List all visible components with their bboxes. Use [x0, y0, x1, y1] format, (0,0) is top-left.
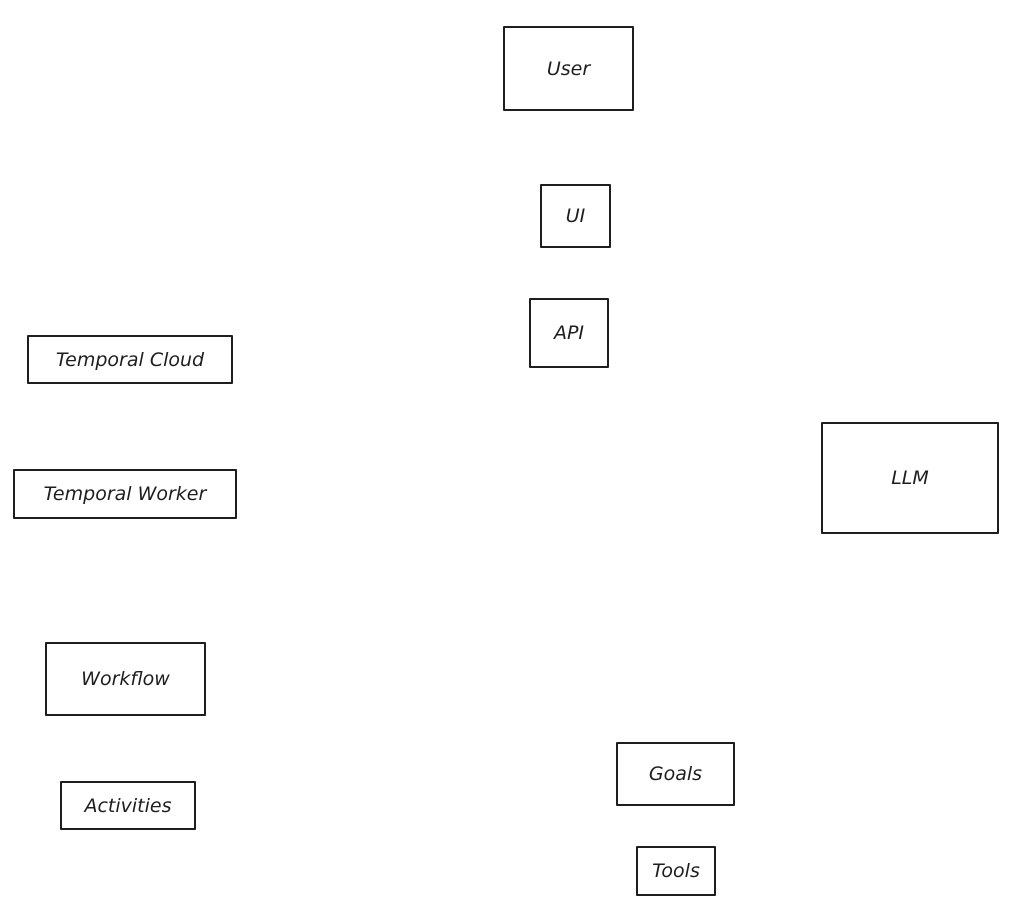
node-label: Temporal Worker — [43, 483, 207, 505]
node-label: User — [546, 57, 591, 80]
node-label: Tools — [652, 860, 700, 882]
node-label: UI — [565, 205, 586, 227]
node-workflow[interactable]: Workflow — [45, 642, 206, 716]
node-label: Workflow — [81, 668, 170, 690]
node-api[interactable]: API — [529, 298, 609, 368]
node-ui[interactable]: UI — [540, 184, 611, 248]
node-label: LLM — [891, 467, 929, 489]
node-user[interactable]: User — [503, 26, 634, 111]
node-temporal-cloud[interactable]: Temporal Cloud — [27, 335, 233, 384]
node-llm[interactable]: LLM — [821, 422, 999, 534]
node-label: Temporal Cloud — [55, 348, 205, 371]
node-activities[interactable]: Activities — [60, 781, 196, 830]
node-label: Goals — [648, 763, 703, 785]
node-tools[interactable]: Tools — [636, 846, 716, 896]
node-label: API — [553, 322, 585, 344]
node-goals[interactable]: Goals — [616, 742, 735, 806]
node-label: Activities — [84, 794, 172, 817]
node-temporal-worker[interactable]: Temporal Worker — [13, 469, 237, 519]
